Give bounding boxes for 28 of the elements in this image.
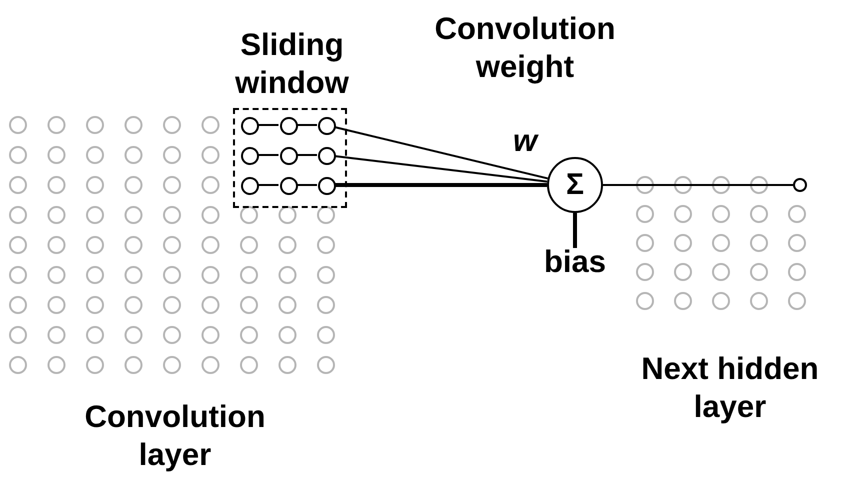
connection-line bbox=[603, 184, 793, 186]
neuron-circle bbox=[241, 117, 259, 135]
neuron-circle bbox=[793, 178, 807, 192]
summation-node: Σ bbox=[547, 157, 603, 213]
connection-line bbox=[334, 126, 548, 180]
weight-symbol: w bbox=[512, 122, 540, 160]
neuron-circle bbox=[241, 177, 259, 195]
connection-line bbox=[296, 154, 317, 156]
neuron-circle bbox=[318, 117, 336, 135]
window-heading: Sliding window bbox=[234, 26, 350, 102]
neuron-circle bbox=[280, 147, 298, 165]
neuron-circle bbox=[280, 117, 298, 135]
layer-caption: Next hidden layer bbox=[640, 350, 820, 426]
neuron-circle bbox=[318, 147, 336, 165]
connection-line bbox=[258, 184, 278, 186]
connection-line bbox=[296, 124, 317, 126]
neuron-circle bbox=[280, 177, 298, 195]
connection-line bbox=[296, 184, 317, 186]
neuron-circle bbox=[241, 147, 259, 165]
layer-caption: Convolution layer bbox=[84, 398, 266, 474]
connection-line bbox=[258, 154, 278, 156]
connection-line bbox=[335, 183, 547, 187]
connection-line bbox=[258, 124, 278, 126]
connection-line bbox=[334, 155, 548, 183]
neuron-circle bbox=[318, 177, 336, 195]
connection-line bbox=[573, 213, 577, 248]
bias-label: bias bbox=[530, 242, 620, 282]
weight-caption: Convolution weight bbox=[434, 10, 616, 86]
